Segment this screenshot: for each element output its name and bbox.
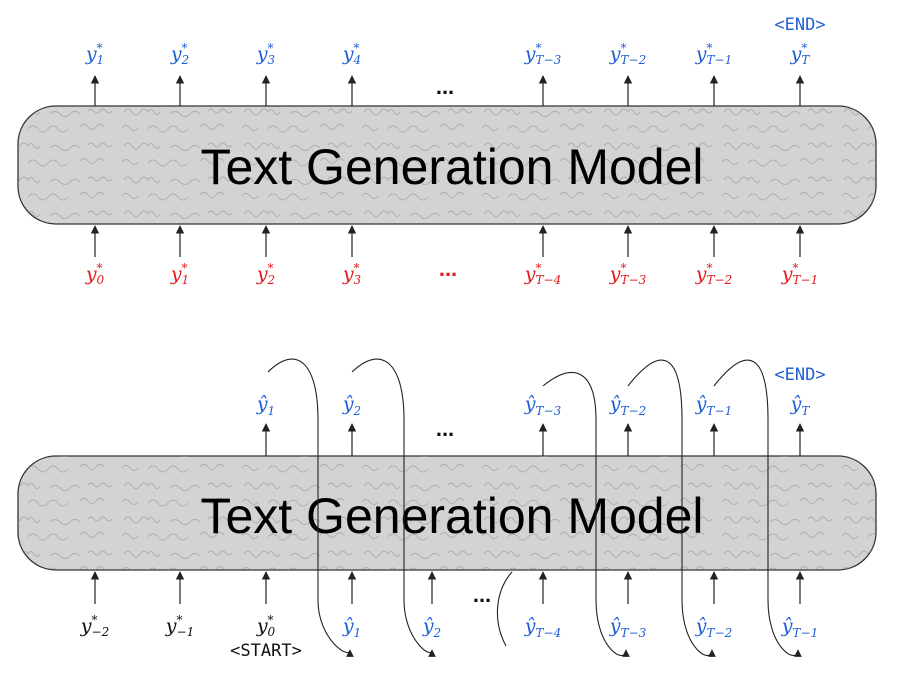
top-model-label: Text Generation Model (200, 139, 703, 195)
top-output-token-2: y*2 (170, 41, 189, 67)
bottom-output-token-4: ŷT−2 (609, 393, 646, 418)
bottom-input-token-1: y*−2 (80, 613, 109, 639)
bottom-output-token-1: ŷ1 (256, 393, 275, 418)
bottom-model-label: Text Generation Model (200, 488, 703, 544)
top-input-token-2: y*1 (170, 261, 189, 287)
bottom-input-token-2: y*−1 (165, 613, 194, 639)
bottom-input-arrows (90, 571, 805, 604)
top-input-tokens: y*0 y*1 y*2 y*3 y*T−4 y*T−3 y*T−2 y*T−1 (85, 261, 818, 287)
bottom-input-token-7: ŷT−3 (609, 615, 647, 640)
bottom-input-token-6: ŷT−4 (524, 615, 561, 640)
bottom-input-token-4: ŷ1 (342, 615, 361, 640)
feedback-loops (267, 358, 802, 657)
bottom-output-token-3: ŷT−3 (524, 393, 562, 418)
top-input-token-7: y*T−2 (695, 261, 732, 287)
top-output-token-7: y*T−1 (695, 41, 732, 67)
top-output-token-8: y*T (790, 41, 811, 67)
top-end-tag: <END> (774, 15, 825, 35)
top-input-token-8: y*T−1 (781, 261, 818, 287)
bottom-input-token-8: ŷT−2 (695, 615, 732, 640)
bottom-panel: Text Generation Model ŷ1 ŷ2 ŷT−3 ŷT−2 ŷT−1 ŷT… (17, 358, 877, 661)
bottom-input-token-9: ŷT−1 (781, 615, 818, 640)
top-model-box: Text Generation Model (17, 105, 877, 225)
feedback-loop-4 (627, 359, 716, 657)
bottom-input-token-3: y*0 (256, 613, 276, 639)
feedback-loop-2 (351, 358, 436, 657)
top-output-token-6: y*T−2 (609, 41, 646, 67)
top-output-token-3: y*3 (256, 41, 276, 67)
top-input-token-1: y*0 (85, 261, 105, 287)
top-input-token-4: y*3 (342, 261, 362, 287)
bottom-output-tokens: ŷ1 ŷ2 ŷT−3 ŷT−2 ŷT−1 ŷT (256, 393, 811, 418)
bottom-output-token-6: ŷT (790, 393, 811, 418)
top-ellipsis-outputs: ... (436, 74, 454, 99)
bottom-start-tag: <START> (230, 641, 302, 661)
bottom-input-tokens: y*−2 y*−1 y*0 ŷ1 ŷ2 ŷT−4 ŷT−3 ŷT−2 ŷT−1 (80, 613, 818, 640)
bottom-model-box: Text Generation Model (17, 455, 877, 571)
top-output-token-1: y*1 (85, 41, 104, 67)
top-output-token-5: y*T−3 (524, 41, 562, 67)
top-input-token-5: y*T−4 (524, 261, 561, 287)
top-input-token-3: y*2 (256, 261, 275, 287)
bottom-output-token-2: ŷ2 (342, 393, 361, 418)
top-ellipsis-inputs: ... (439, 256, 457, 281)
top-input-token-6: y*T−3 (609, 261, 647, 287)
bottom-input-token-5: ŷ2 (422, 615, 441, 640)
feedback-loop-6 (496, 571, 513, 647)
feedback-loop-1 (267, 358, 354, 657)
top-input-arrows (90, 225, 805, 257)
bottom-output-token-5: ŷT−1 (695, 393, 732, 418)
top-output-token-4: y*4 (342, 41, 361, 67)
bottom-ellipsis-inputs: ... (473, 582, 491, 607)
top-output-arrows (90, 75, 805, 106)
feedback-loop-5 (713, 359, 802, 657)
top-output-tokens: y*1 y*2 y*3 y*4 y*T−3 y*T−2 y*T−1 y*T (85, 41, 811, 67)
feedback-loop-3 (542, 372, 630, 657)
bottom-end-tag: <END> (774, 365, 825, 385)
bottom-ellipsis-outputs: ... (436, 416, 454, 441)
bottom-output-arrows (261, 423, 805, 456)
